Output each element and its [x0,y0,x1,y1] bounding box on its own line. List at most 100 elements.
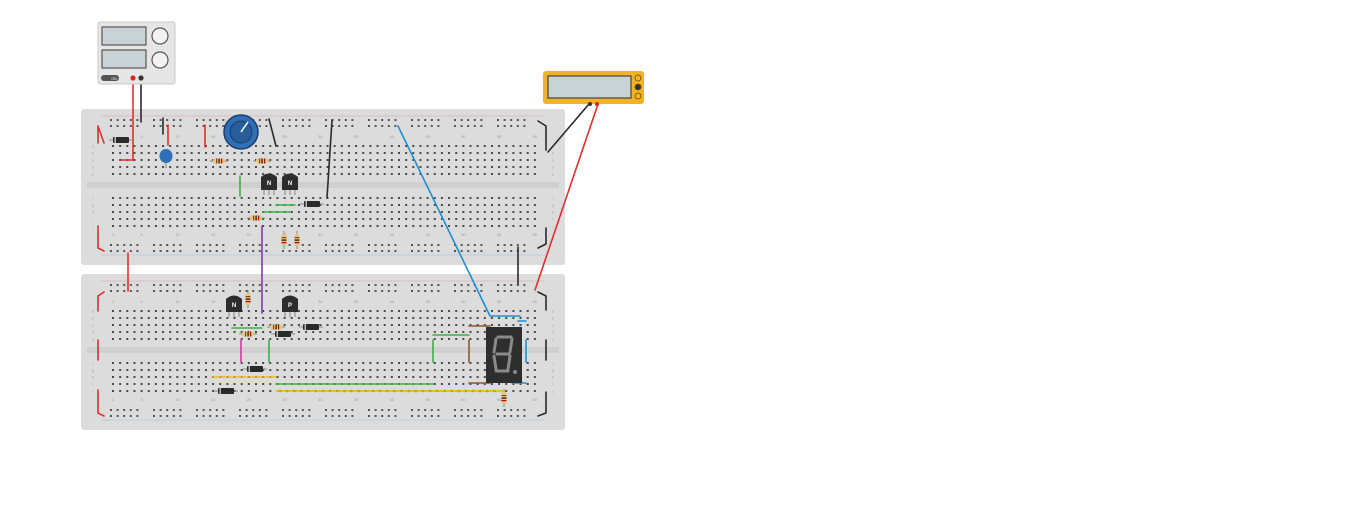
terminal-hole[interactable] [204,173,207,175]
rail-hole[interactable] [252,415,255,417]
terminal-hole[interactable] [533,152,536,154]
rail-hole[interactable] [338,290,341,292]
resistor-top-2[interactable] [253,158,271,164]
terminal-hole[interactable] [147,331,150,333]
terminal-hole[interactable] [376,225,379,227]
terminal-hole[interactable] [369,331,372,333]
terminal-hole[interactable] [355,211,358,213]
rail-hole[interactable] [338,409,341,411]
terminal-hole[interactable] [512,211,515,213]
terminal-hole[interactable] [240,369,243,371]
terminal-hole[interactable] [133,211,136,213]
terminal-hole[interactable] [204,376,207,378]
terminal-hole[interactable] [498,152,501,154]
rail-hole[interactable] [523,409,526,411]
terminal-hole[interactable] [469,383,472,385]
terminal-hole[interactable] [519,152,522,154]
terminal-hole[interactable] [269,166,272,168]
terminal-hole[interactable] [112,390,114,392]
terminal-hole[interactable] [312,376,315,378]
terminal-hole[interactable] [154,211,157,213]
terminal-hole[interactable] [319,317,322,319]
terminal-hole[interactable] [440,218,443,220]
rail-hole[interactable] [331,125,334,127]
terminal-hole[interactable] [519,211,522,213]
terminal-hole[interactable] [326,310,329,312]
rail-hole[interactable] [437,415,440,417]
terminal-hole[interactable] [219,166,222,168]
terminal-hole[interactable] [476,338,479,340]
terminal-hole[interactable] [119,324,122,326]
terminal-hole[interactable] [247,324,250,326]
terminal-hole[interactable] [419,166,422,168]
rail-hole[interactable] [129,284,132,286]
terminal-hole[interactable] [512,173,515,175]
terminal-hole[interactable] [162,317,165,319]
terminal-hole[interactable] [319,324,322,326]
terminal-hole[interactable] [512,218,515,220]
terminal-hole[interactable] [183,218,186,220]
terminal-hole[interactable] [319,362,322,364]
terminal-hole[interactable] [190,225,193,227]
terminal-hole[interactable] [133,362,136,364]
terminal-hole[interactable] [505,317,508,319]
terminal-hole[interactable] [247,317,250,319]
terminal-hole[interactable] [469,376,472,378]
terminal-hole[interactable] [526,166,529,168]
terminal-hole[interactable] [226,317,229,319]
terminal-hole[interactable] [419,310,422,312]
terminal-hole[interactable] [290,331,293,333]
terminal-hole[interactable] [233,197,236,199]
terminal-hole[interactable] [319,369,322,371]
terminal-hole[interactable] [190,145,193,147]
rail-hole[interactable] [301,409,304,411]
terminal-hole[interactable] [455,218,458,220]
power-button[interactable] [101,75,119,81]
terminal-hole[interactable] [433,145,436,147]
terminal-hole[interactable] [262,225,265,227]
terminal-hole[interactable] [362,152,365,154]
terminal-hole[interactable] [262,152,265,154]
terminal-hole[interactable] [283,218,286,220]
terminal-hole[interactable] [476,159,479,161]
terminal-hole[interactable] [297,211,300,213]
terminal-hole[interactable] [333,145,336,147]
terminal-hole[interactable] [197,204,200,206]
terminal-hole[interactable] [212,317,215,319]
terminal-hole[interactable] [240,173,243,175]
terminal-hole[interactable] [212,204,215,206]
rail-hole[interactable] [467,415,470,417]
rail-hole[interactable] [480,250,483,252]
rail-hole[interactable] [301,119,304,121]
rail-hole[interactable] [202,409,205,411]
terminal-hole[interactable] [519,145,522,147]
terminal-hole[interactable] [412,338,415,340]
terminal-hole[interactable] [533,310,536,312]
terminal-hole[interactable] [290,218,293,220]
terminal-hole[interactable] [383,376,386,378]
terminal-hole[interactable] [240,331,243,333]
rail-hole[interactable] [344,415,347,417]
rail-hole[interactable] [252,244,255,246]
terminal-hole[interactable] [498,383,501,385]
terminal-hole[interactable] [212,338,215,340]
terminal-hole[interactable] [255,197,257,199]
terminal-hole[interactable] [498,166,501,168]
terminal-hole[interactable] [455,173,458,175]
terminal-hole[interactable] [469,225,472,227]
terminal-hole[interactable] [133,317,136,319]
terminal-hole[interactable] [140,310,143,312]
terminal-hole[interactable] [383,218,386,220]
terminal-hole[interactable] [376,376,379,378]
terminal-hole[interactable] [369,197,372,199]
rail-hole[interactable] [153,119,155,121]
terminal-hole[interactable] [369,324,372,326]
terminal-hole[interactable] [526,218,529,220]
terminal-hole[interactable] [526,152,529,154]
terminal-hole[interactable] [154,225,157,227]
terminal-hole[interactable] [526,362,529,364]
rail-hole[interactable] [437,244,440,246]
rail-hole[interactable] [430,409,433,411]
positive-terminal[interactable] [130,75,136,81]
terminal-hole[interactable] [319,152,322,154]
